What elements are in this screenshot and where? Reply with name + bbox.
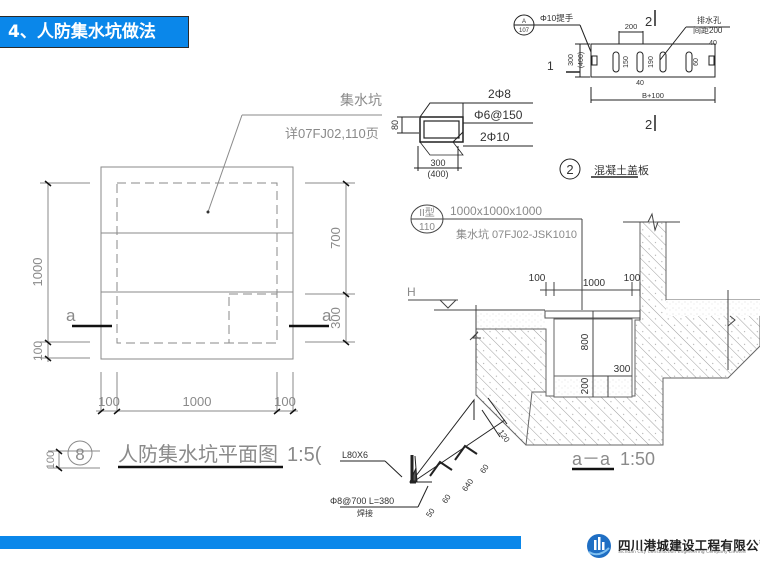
section-mark-right: a	[322, 306, 332, 325]
bottom-rebar-label: 2Φ10	[480, 130, 510, 144]
detail-number: 2	[566, 162, 573, 177]
dim-150: 150	[623, 56, 630, 68]
dim-190: 190	[648, 56, 655, 68]
beam-height: 80	[390, 120, 400, 130]
plan-view	[40, 114, 382, 470]
detail-title: 混凝土盖板	[594, 163, 649, 177]
dim-60-b: 60	[440, 492, 453, 505]
company-logo-icon	[587, 534, 611, 558]
angle-label: L80X6	[342, 450, 368, 460]
sump-dashed	[228, 293, 278, 344]
dim-top-left: 100	[529, 273, 546, 284]
cover-slab-plan	[513, 10, 730, 180]
dim-height: 300	[568, 54, 575, 66]
dim-bottom-left: 100	[98, 394, 120, 409]
drawing-number: 8	[75, 445, 84, 464]
dim-top-middle: 1000	[583, 278, 606, 289]
dim-120: 120	[496, 428, 511, 445]
beam-width-alt: (400)	[427, 169, 448, 179]
pit-outline	[100, 166, 294, 360]
drain-spacing: 间距200	[693, 26, 723, 35]
dim-sump: 300	[614, 364, 631, 375]
pit-size: 1000x1000x1000	[450, 204, 542, 218]
beam-width: 300	[430, 158, 445, 168]
dim-bottom: 200	[580, 377, 591, 394]
dim-60-a: 60	[478, 462, 491, 475]
dim-title-offset: 100	[45, 451, 57, 469]
dim-60: 60	[693, 58, 700, 66]
dim-200: 200	[625, 22, 638, 31]
dim-height-alt: (400)	[578, 52, 585, 68]
dim-top-right: 100	[624, 273, 641, 284]
angle-detail	[340, 397, 508, 508]
pit-inner-dashed	[116, 182, 278, 344]
section-view	[408, 204, 760, 446]
dim-40-top: 40	[709, 40, 717, 47]
footer-accent-bar	[0, 536, 521, 549]
ref-top: A	[522, 19, 526, 25]
ref-bottom: 107	[519, 28, 530, 34]
type-bottom: 110	[419, 222, 435, 233]
dim-right-bottom: 300	[328, 307, 343, 329]
rebar-label: Φ8@700 L=380	[330, 496, 394, 506]
company-logo: 四川港城建设工程有限公司 Sichuan City Construction E…	[585, 532, 760, 562]
company-name-en: Sichuan City Construction Engineering Co…	[618, 550, 746, 555]
pit-reference: 详07FJ02,110页	[285, 126, 379, 141]
top-rebar-label: 2Φ8	[488, 87, 511, 101]
stirrup-label: Φ6@150	[474, 108, 523, 122]
beam-section	[397, 102, 533, 171]
section-title: a－a	[572, 449, 611, 469]
dim-50: 50	[424, 506, 437, 519]
dim-bottom-middle: 1000	[183, 394, 212, 409]
section-mark-1: 1	[547, 59, 554, 73]
section-title: 4、人防集水坑做法	[0, 16, 189, 48]
pit-label: 集水坑	[340, 92, 382, 108]
cad-drawing: 集水坑 详07FJ02,110页 1000 100 700 300 100 10…	[30, 10, 760, 519]
drawing-number-circle	[67, 440, 93, 466]
dim-left-bottom: 100	[31, 341, 45, 361]
drawing-scale: 1:5(	[287, 444, 322, 466]
detail-number-circle	[559, 158, 581, 180]
drain-hole-label: 排水孔	[697, 15, 721, 25]
section-mark-left: a	[66, 306, 76, 325]
dim-length: B+100	[642, 91, 664, 100]
dim-bottom-right: 100	[274, 394, 296, 409]
weld-label: 焊接	[357, 508, 373, 518]
dim-640: 640	[460, 477, 475, 494]
section-mark-2-bottom: 2	[645, 117, 652, 132]
handle-label: Φ10提手	[540, 13, 574, 23]
dim-depth: 800	[580, 333, 591, 350]
dim-left-total: 1000	[30, 258, 45, 287]
drawing-title: 人防集水坑平面图	[118, 443, 278, 466]
level-mark: H	[407, 285, 416, 299]
type-top: II型	[419, 206, 435, 219]
dim-40-bottom: 40	[636, 80, 644, 87]
section-mark-2-top: 2	[645, 14, 652, 29]
pit-ref: 集水坑 07FJ02-JSK1010	[456, 227, 577, 241]
section-scale: 1:50	[620, 449, 655, 469]
dim-right-top: 700	[328, 227, 343, 249]
company-name-cn: 四川港城建设工程有限公司	[618, 538, 760, 553]
